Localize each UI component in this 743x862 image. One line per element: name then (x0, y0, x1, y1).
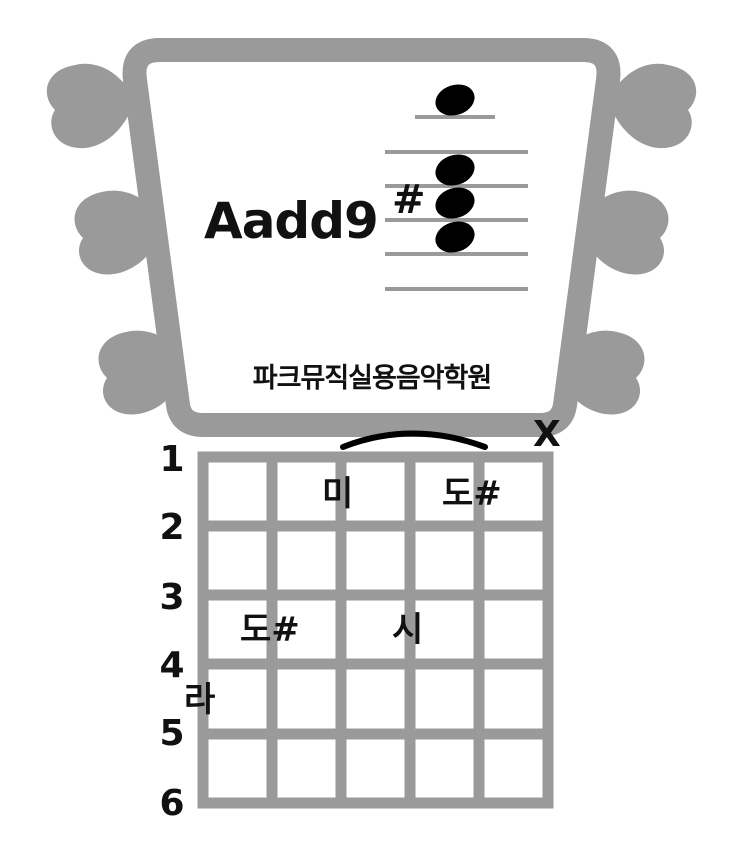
note-label: 라 (184, 680, 216, 720)
academy-name: 파크뮤직실용음악학원 (252, 363, 492, 394)
mute-marker: X (533, 414, 561, 455)
chord-name: Aadd9 (204, 192, 379, 250)
barre-arc (340, 430, 488, 450)
sharp-symbol: # (392, 177, 426, 223)
heart-icon (46, 63, 135, 149)
note-label: 시 (392, 610, 424, 650)
fretboard-border (197, 451, 554, 809)
music-staff (385, 115, 528, 291)
notehead-icon (435, 154, 475, 186)
note-label: 도# (442, 474, 502, 514)
notehead-icon (435, 84, 475, 116)
notehead-icon (435, 221, 475, 253)
heart-icon (608, 63, 697, 149)
string-label: 1 (159, 439, 185, 480)
notehead-icon (435, 187, 475, 219)
fretboard-grid (197, 451, 554, 809)
note-label: 도# (240, 610, 300, 650)
string-label: 2 (159, 507, 185, 548)
chord-card-frame (122, 38, 621, 437)
note-label: 미 (322, 474, 354, 514)
string-label: 5 (159, 713, 185, 754)
string-label: 6 (159, 783, 185, 824)
string-label: 3 (159, 577, 185, 618)
noteheads (435, 84, 475, 253)
string-label: 4 (159, 645, 185, 686)
